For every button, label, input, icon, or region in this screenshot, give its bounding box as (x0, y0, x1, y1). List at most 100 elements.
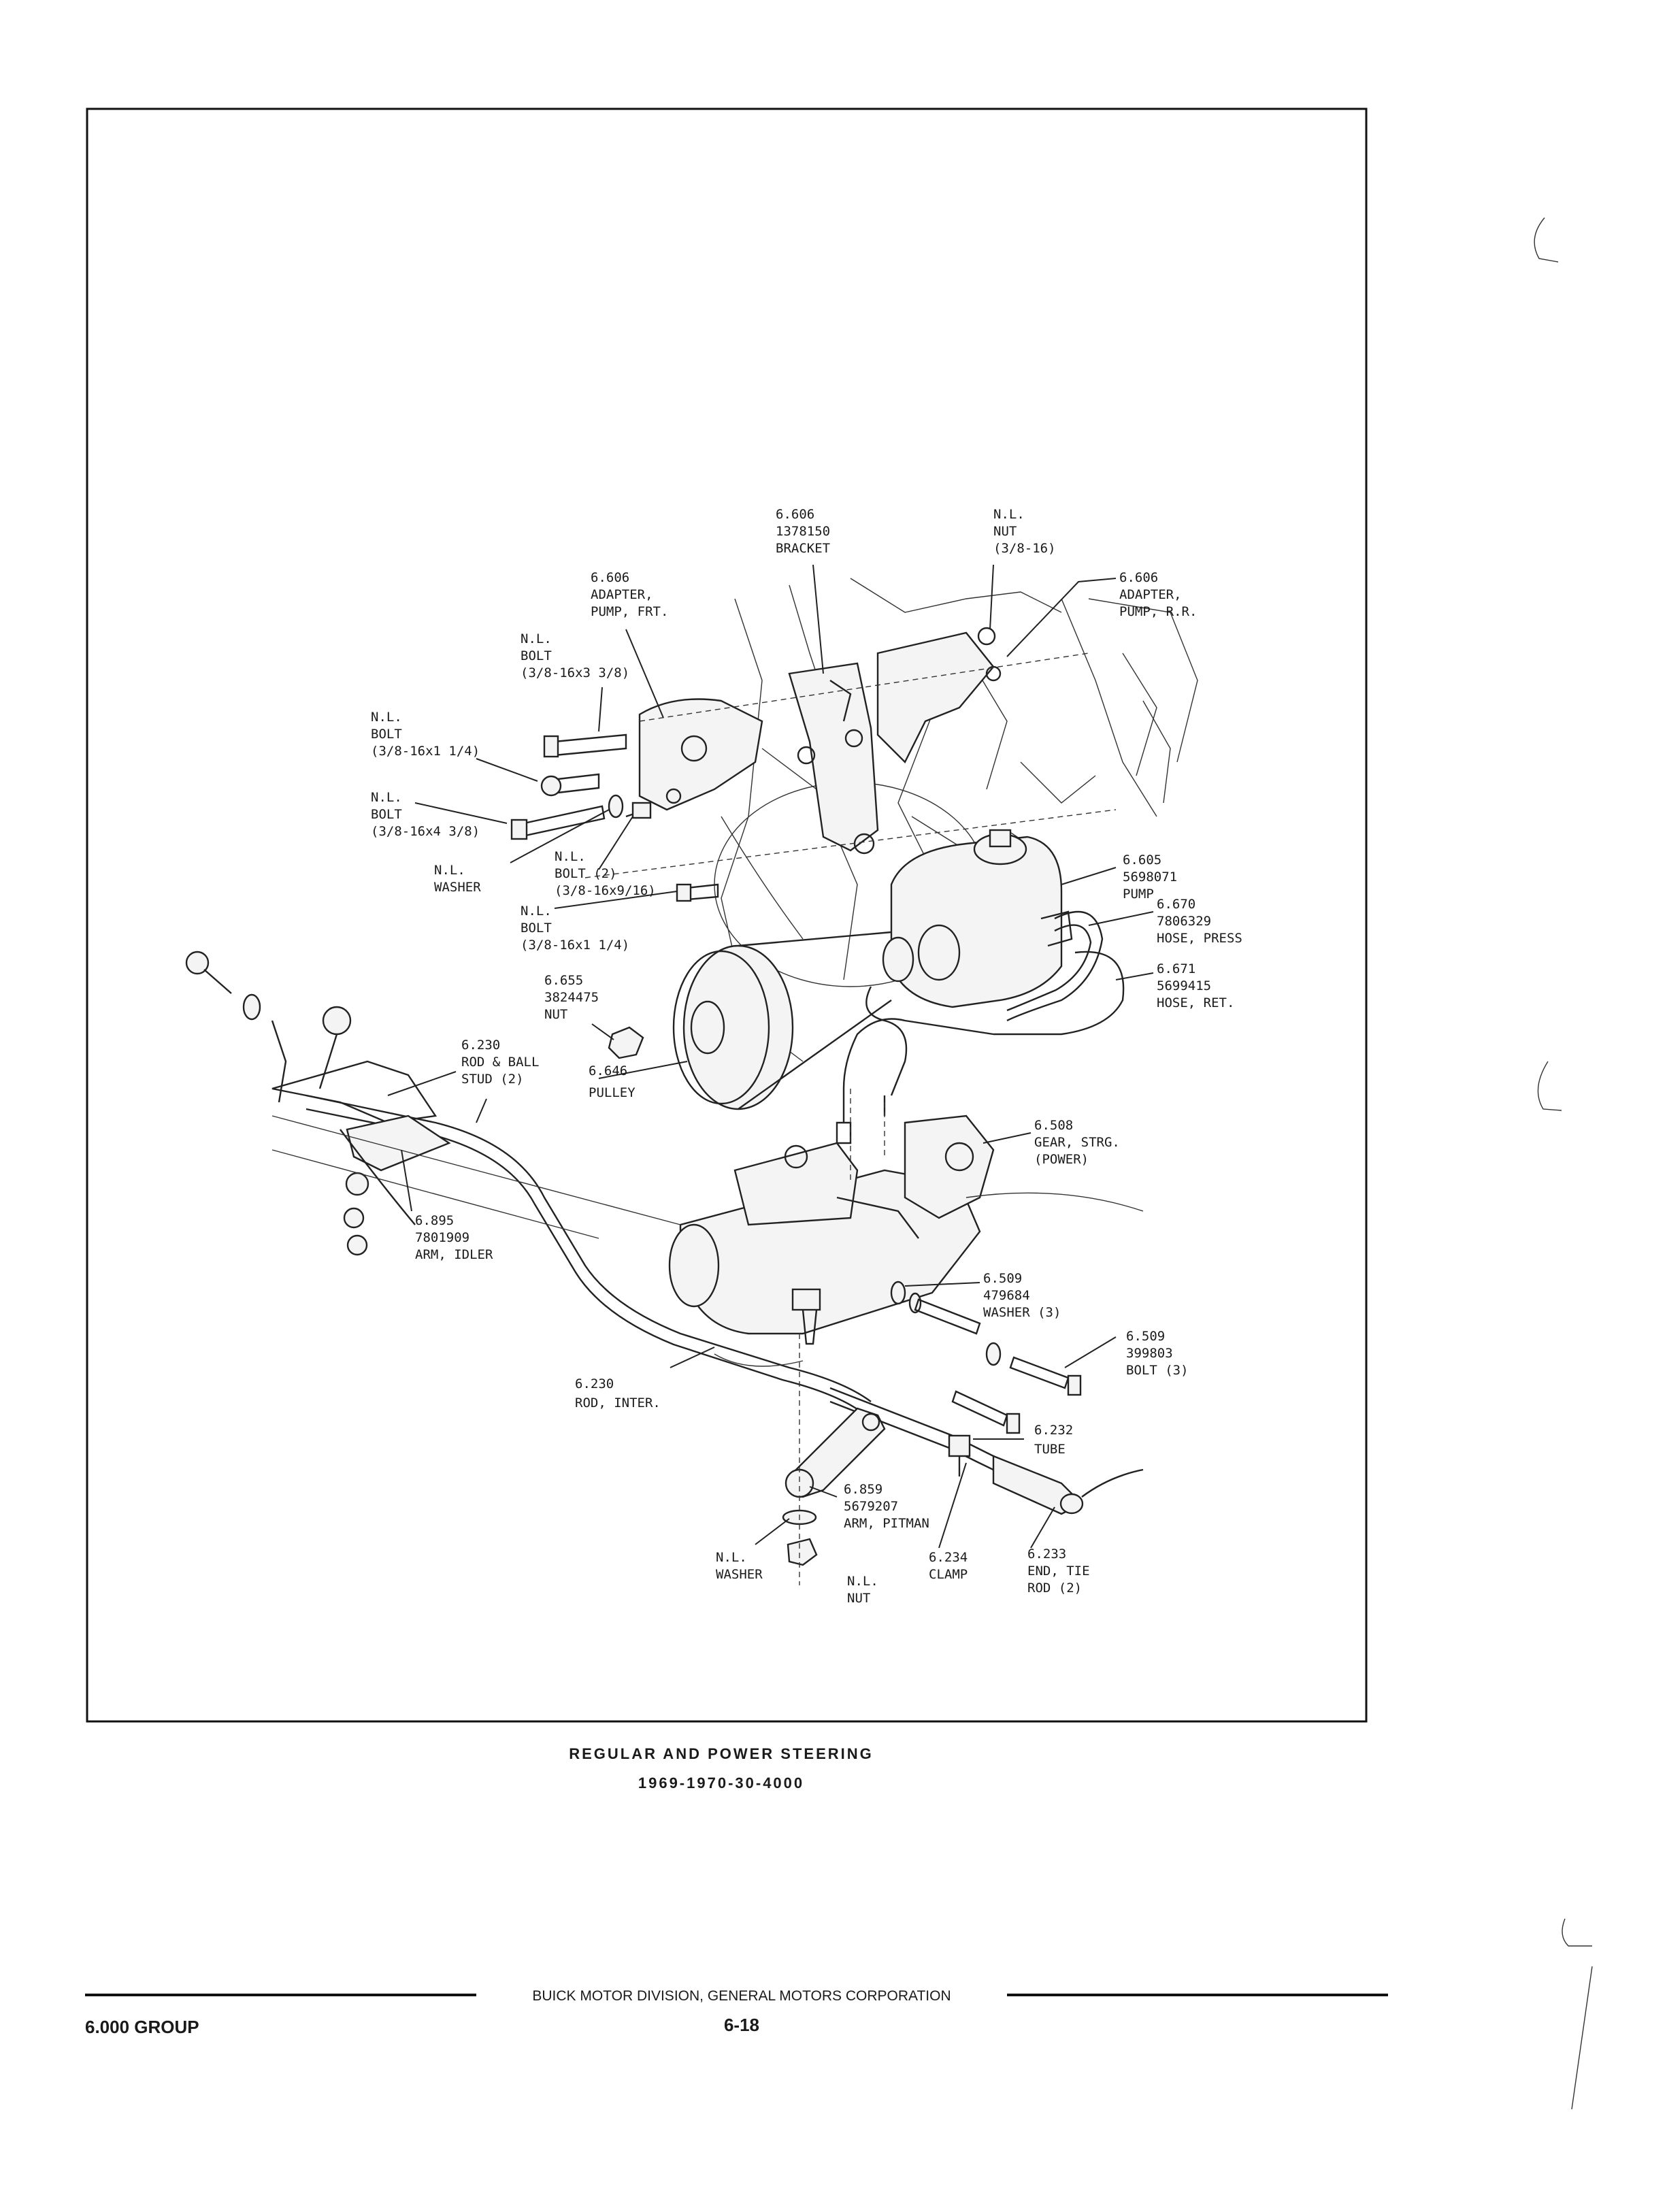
binder-marks (1534, 217, 1593, 2110)
callout-line-3: NUT (544, 1007, 567, 1022)
callout-line-3: HOSE, PRESS (1157, 931, 1242, 946)
callout-line-1: N.L. (993, 507, 1025, 522)
callout-line-3: (3/8-16x1 1/4) (371, 744, 480, 759)
callout-line-1: 6.606 (591, 570, 629, 585)
callout-line-2: 5698071 (1123, 870, 1177, 885)
callout-line-3: (3/8-16x9/16) (555, 883, 656, 898)
callout-clamp: 6.234 CLAMP (929, 1550, 968, 1582)
callout-line-1: 6.670 (1157, 897, 1195, 912)
bolt-3-8-16x9-16 (625, 802, 719, 902)
gear-mount-bolts (914, 1298, 1082, 1434)
callout-washer-top: N.L. WASHER (434, 863, 481, 895)
pump-bracket (788, 662, 879, 855)
callout-nut-bottom: N.L. NUT (847, 1574, 878, 1606)
callout-line-2: END, TIE (1027, 1564, 1090, 1579)
callout-line-1: N.L. (716, 1550, 747, 1565)
callout-line-3: (3/8-16x4 3/8) (371, 824, 480, 839)
frame-line (965, 1192, 1144, 1212)
gear-mount-washers (890, 1281, 1002, 1366)
callout-adapter-rear: 6.606 ADAPTER, PUMP, R.R. (1119, 570, 1197, 619)
frame-line (714, 1353, 804, 1367)
callout-line-2: GEAR, STRG. (1034, 1135, 1120, 1150)
frame-line (271, 1115, 681, 1225)
callout-line-3: ROD (2) (1027, 1581, 1082, 1596)
footer-division: BUICK MOTOR DIVISION, GENERAL MOTORS COR… (532, 1988, 951, 2004)
callout-line-3: BOLT (3) (1126, 1363, 1189, 1378)
callout-pitman-arm: 6.859 5679207 ARM, PITMAN (844, 1482, 929, 1531)
callout-line-1: 6.671 (1157, 961, 1195, 976)
leader-lines (387, 564, 1154, 1549)
callout-line-2: BOLT (521, 921, 552, 936)
callout-line-1: 6.509 (1126, 1329, 1165, 1344)
tie-rod-clamp (948, 1434, 971, 1476)
callout-line-1: 6.509 (983, 1271, 1022, 1286)
callout-line-2: BOLT (371, 807, 402, 822)
callout-line-1: 6.230 (575, 1376, 614, 1391)
callout-line-1: 6.606 (776, 507, 814, 522)
callout-line-1: N.L. (555, 849, 586, 864)
callout-line-1: 6.895 (415, 1213, 454, 1228)
callout-line-2: BOLT (371, 727, 402, 742)
callout-line-2: 7806329 (1157, 914, 1211, 929)
callout-line-2: WASHER (716, 1567, 763, 1582)
callout-line-3: (3/8-16) (993, 541, 1056, 556)
callout-line-2: ADAPTER, (1119, 587, 1182, 602)
callout-tube: 6.232 TUBE (1034, 1423, 1073, 1457)
callout-line-2: TUBE (1034, 1442, 1066, 1457)
callout-bolt-509: 6.509 399803 BOLT (3) (1126, 1329, 1189, 1378)
callout-bolt-a: N.L. BOLT (3/8-16x3 3/8) (521, 631, 629, 680)
callout-bolt-d: N.L. BOLT (2) (3/8-16x9/16) (555, 849, 656, 898)
callout-line-2: 399803 (1126, 1346, 1173, 1361)
callout-line-1: 6.508 (1034, 1118, 1073, 1133)
callout-line-1: 6.859 (844, 1482, 882, 1497)
tie-rod-end (992, 1455, 1144, 1515)
callout-rod-ball-stud: 6.230 ROD & BALL STUD (2) (461, 1038, 539, 1087)
callout-bolt-c: N.L. BOLT (3/8-16x4 3/8) (371, 790, 480, 839)
callout-bolt-e: N.L. BOLT (3/8-16x1 1/4) (521, 904, 629, 953)
footer-page-number: 6-18 (724, 2015, 759, 2035)
callout-line-3: PUMP, R.R. (1119, 604, 1197, 619)
callout-intermediate-rod: 6.230 ROD, INTER. (575, 1376, 661, 1410)
bolt-3-8-16x3-3-8 (543, 733, 627, 758)
callout-line-2: 5699415 (1157, 978, 1211, 993)
callout-line-2: BOLT (521, 648, 552, 663)
callout-washer-bottom: N.L. WASHER (716, 1550, 763, 1582)
callout-line-1: 6.232 (1034, 1423, 1073, 1438)
footer-group: 6.000 GROUP (85, 2017, 199, 2037)
hose-return (836, 951, 1125, 1144)
callout-washer-509: 6.509 479684 WASHER (3) (983, 1271, 1061, 1320)
pulley-nut (608, 1026, 644, 1059)
callout-line-1: 6.230 (461, 1038, 500, 1053)
callout-line-3: ARM, IDLER (415, 1247, 493, 1262)
washer-top (608, 794, 624, 819)
callout-line-1: N.L. (434, 863, 465, 878)
callout-line-2: CLAMP (929, 1567, 968, 1582)
callout-line-2: ADAPTER, (591, 587, 653, 602)
callout-line-3: (POWER) (1034, 1152, 1089, 1167)
callout-line-2: 1378150 (776, 524, 830, 539)
callout-line-3: (3/8-16x1 1/4) (521, 938, 629, 953)
callout-line-1: 6.233 (1027, 1547, 1066, 1562)
callout-line-1: 6.234 (929, 1550, 968, 1565)
callout-line-1: N.L. (521, 904, 552, 919)
frame-line (271, 1149, 599, 1239)
callout-line-2: 479684 (983, 1288, 1030, 1303)
callout-line-1: 6.605 (1123, 853, 1161, 868)
callout-line-1: 6.606 (1119, 570, 1158, 585)
hose-pressure (865, 910, 1104, 1116)
callout-line-3: ARM, PITMAN (844, 1516, 929, 1531)
callout-line-2: WASHER (434, 880, 481, 895)
callout-bracket: 6.606 1378150 BRACKET (776, 507, 830, 556)
bolt-3-8-16x1-1-4-upper (540, 773, 600, 797)
callout-tie-rod-end: 6.233 END, TIE ROD (2) (1027, 1547, 1090, 1596)
bolt-3-8-16x4-3-8 (510, 805, 606, 840)
callout-pulley: 6.646 PULLEY (589, 1063, 636, 1100)
figure-frame (86, 108, 1368, 1723)
callout-line-2: 7801909 (415, 1230, 469, 1245)
callout-line-1: N.L. (371, 790, 402, 805)
callout-idler-arm: 6.895 7801909 ARM, IDLER (415, 1213, 493, 1262)
pump-pulley (672, 931, 892, 1110)
pitman-nut (787, 1538, 818, 1566)
